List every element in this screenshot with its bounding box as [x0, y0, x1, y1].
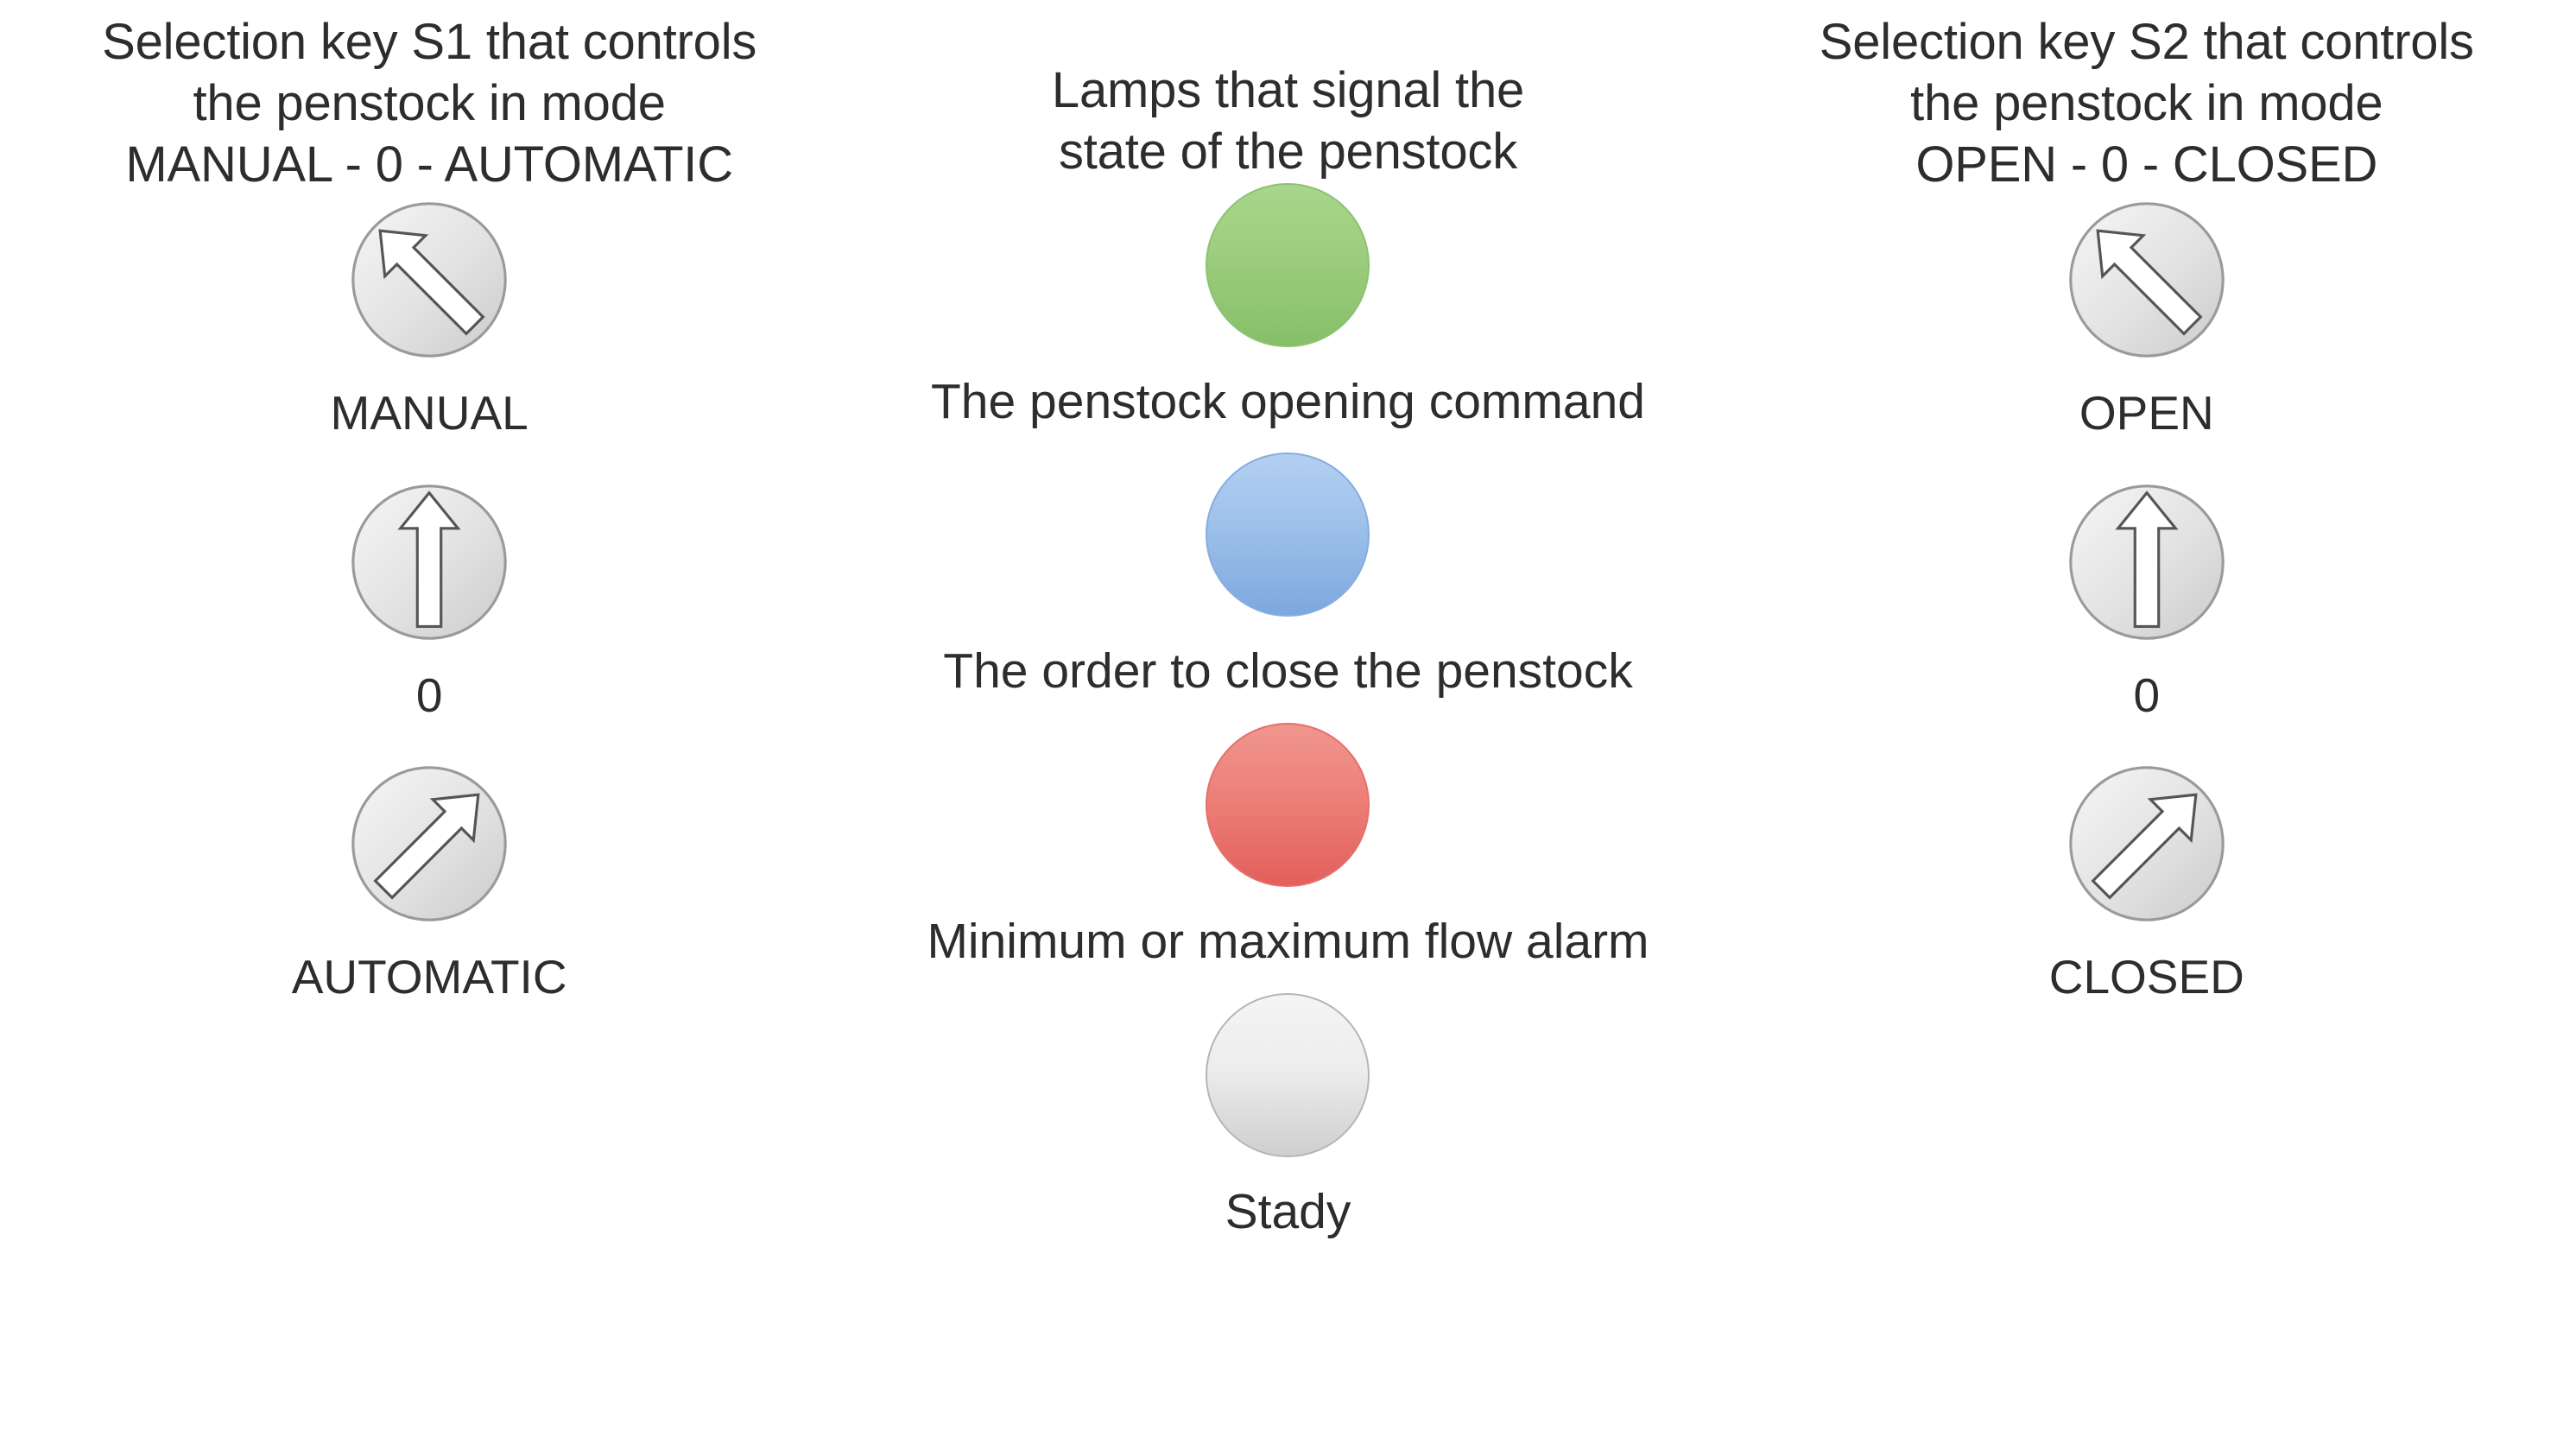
legend-item-lamp-alarm[interactable]: Minimum or maximum flow alarm — [927, 722, 1649, 969]
selector-knob-up-left-icon[interactable] — [345, 195, 514, 364]
column-heading-lamps: Lamps that signal the state of the penst… — [1051, 62, 1525, 180]
selector-knob-up-icon[interactable] — [345, 478, 514, 647]
legend-label-lamp-steady: Stady — [1225, 1183, 1351, 1239]
selector-knob-up-right-icon[interactable] — [345, 759, 514, 928]
legend-item-lamp-steady[interactable]: Stady — [1206, 992, 1370, 1239]
selector-knob-up-left-icon[interactable] — [2062, 195, 2231, 364]
legend-label-lamp-close: The order to close the penstock — [943, 643, 1633, 700]
legend-item-s1-zero[interactable]: 0 — [345, 478, 514, 722]
legend-item-automatic[interactable]: AUTOMATIC — [292, 759, 567, 1004]
legend-item-s2-zero[interactable]: 0 — [2062, 478, 2231, 722]
legend-label-automatic: AUTOMATIC — [291, 950, 567, 1004]
legend-item-open[interactable]: OPEN — [2062, 195, 2231, 440]
column-selector-s1: Selection key S1 that controls the penst… — [0, 0, 858, 1431]
legend-label-open: OPEN — [2079, 386, 2214, 440]
legend-label-s1-zero: 0 — [415, 668, 443, 722]
legend-label-lamp-open: The penstock opening command — [930, 373, 1645, 429]
column-heading-s1: Selection key S1 that controls the penst… — [102, 14, 757, 193]
lamp-red-icon[interactable] — [1206, 722, 1370, 887]
legend-label-closed: CLOSED — [2048, 950, 2244, 1004]
legend-label-manual: MANUAL — [330, 386, 528, 440]
column-lamps: Lamps that signal the state of the penst… — [858, 0, 1717, 1431]
lamp-green-icon[interactable] — [1206, 182, 1370, 347]
column-selector-s2: Selection key S2 that controls the penst… — [1718, 0, 2576, 1431]
column-heading-s2: Selection key S2 that controls the penst… — [1819, 14, 2474, 193]
legend-item-lamp-open[interactable]: The penstock opening command — [930, 182, 1645, 429]
legend-item-lamp-close[interactable]: The order to close the penstock — [943, 453, 1633, 700]
selector-knob-up-icon[interactable] — [2062, 478, 2231, 647]
legend-item-closed[interactable]: CLOSED — [2049, 759, 2244, 1004]
legend-label-s2-zero: 0 — [2133, 668, 2161, 722]
selector-knob-up-right-icon[interactable] — [2062, 759, 2231, 928]
lamp-grey-icon[interactable] — [1206, 992, 1370, 1157]
legend-label-lamp-alarm: Minimum or maximum flow alarm — [927, 913, 1649, 969]
legend-item-manual[interactable]: MANUAL — [331, 195, 528, 440]
lamp-blue-icon[interactable] — [1206, 453, 1370, 617]
